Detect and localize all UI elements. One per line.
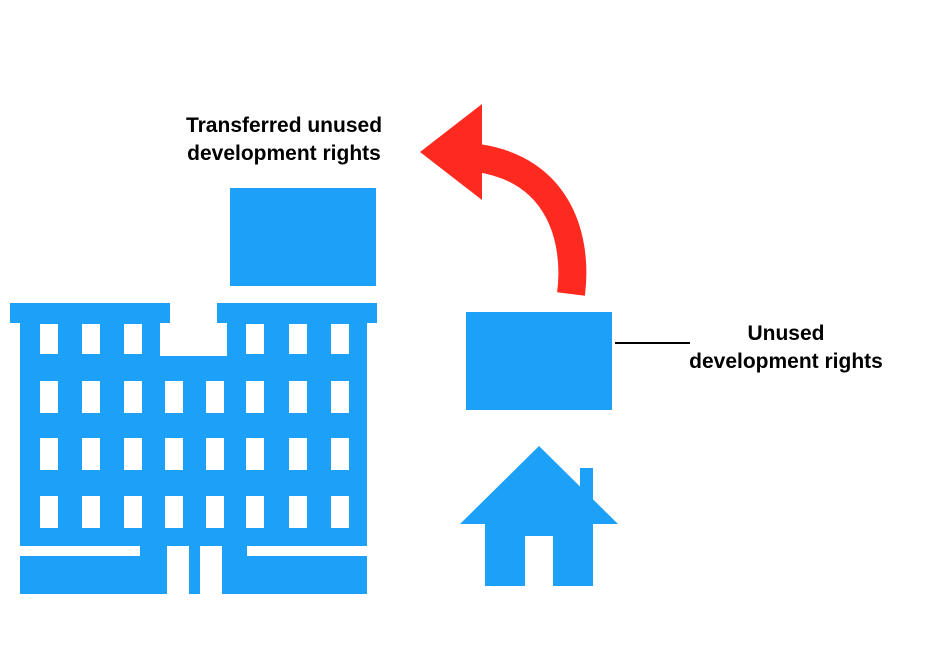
unused-rights-label-line-2: development rights [689, 350, 883, 373]
unused-rights-block [466, 312, 612, 410]
transferred-rights-label: Transferred unused development rights [150, 112, 418, 168]
transferred-rights-block [230, 188, 376, 286]
transferred-rights-label-line-1: Transferred unused [185, 114, 383, 137]
transferred-rights-label-line-2: development rights [187, 142, 381, 165]
building-windows [20, 324, 367, 594]
unused-rights-label: Unused development rights [668, 320, 904, 376]
curved-arrow-icon [420, 104, 587, 296]
unused-rights-label-line-1: Unused [747, 322, 825, 345]
house-door [525, 536, 553, 588]
